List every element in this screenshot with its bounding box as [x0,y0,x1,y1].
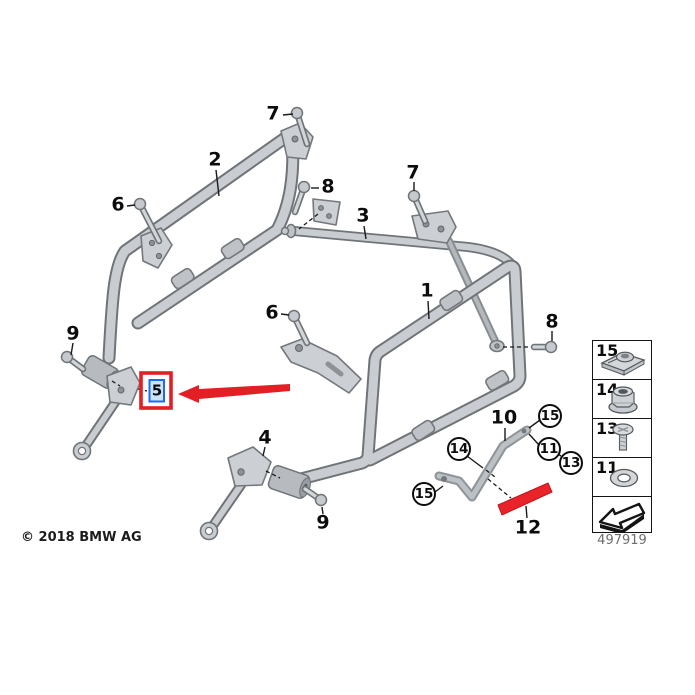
legend-item-11[interactable]: 11 [593,458,651,497]
callout-4[interactable]: 4 [258,426,272,449]
mount-bracket-6-middle [280,338,362,394]
bracket-plate-part5 [106,366,141,406]
legend-direction-box[interactable] [593,497,651,534]
selection-box-blue [148,379,165,403]
mount-bracket-6-left [140,227,173,269]
frame-tab [170,267,195,290]
legend-number-13: 13 [596,419,619,438]
frame-tab [411,419,436,442]
frame-tab [485,369,510,391]
clip-nut-icon [600,351,646,376]
holder-part5-assembly [72,355,141,461]
callout-circled-14[interactable]: 14 [447,437,471,461]
frame-tab [439,289,464,312]
callout-9-left[interactable]: 9 [66,322,80,345]
flange-nut-icon [608,386,638,414]
callout-circled-15-left[interactable]: 15 [412,482,436,506]
callout-circled-11[interactable]: 11 [537,437,561,461]
washer-icon [609,468,639,488]
frame-tab [220,237,245,260]
holder-part4-assembly [199,446,311,541]
callout-9-bottom[interactable]: 9 [316,511,330,534]
direction-arrow-icon [598,502,646,533]
reflector-part12-highlighted [497,482,553,516]
callout-circled-15-top[interactable]: 15 [538,404,562,428]
callout-7-top[interactable]: 7 [266,102,280,125]
callout-2[interactable]: 2 [208,148,222,171]
legend-item-15[interactable]: 15 [593,341,651,380]
fastener-legend-panel: 15 14 13 11 [592,340,652,533]
callout-5-highlighted[interactable]: 5 [151,381,163,400]
callout-8-left[interactable]: 8 [321,175,335,198]
callout-10[interactable]: 10 [490,406,518,429]
bracket-plate-part4 [227,446,272,487]
callout-12[interactable]: 12 [514,516,542,539]
callout-6-middle[interactable]: 6 [265,301,279,324]
highlight-arrow [178,384,290,403]
copyright-text: © 2018 BMW AG [21,530,142,545]
bolts [60,106,558,507]
callout-1[interactable]: 1 [420,279,434,302]
callout-3[interactable]: 3 [356,204,370,227]
legend-item-14[interactable]: 14 [593,380,651,419]
callout-circled-13[interactable]: 13 [559,451,583,475]
callout-6-left[interactable]: 6 [111,193,125,216]
callout-7-right[interactable]: 7 [406,161,420,184]
drawing-number: 497919 [597,533,647,548]
mount-bracket-7-right [411,210,457,244]
pannier-frame-left [102,122,341,365]
legend-number-15: 15 [596,341,619,360]
highlight-box-red [139,371,173,410]
legend-item-13[interactable]: 13 [593,419,651,458]
mount-bracket-8-left [312,198,341,226]
pannier-frame-right [280,259,527,487]
z-bracket-part10 [434,425,532,502]
legend-number-11: 11 [596,458,619,477]
callout-8-right[interactable]: 8 [545,310,559,333]
screw-icon [612,423,634,451]
